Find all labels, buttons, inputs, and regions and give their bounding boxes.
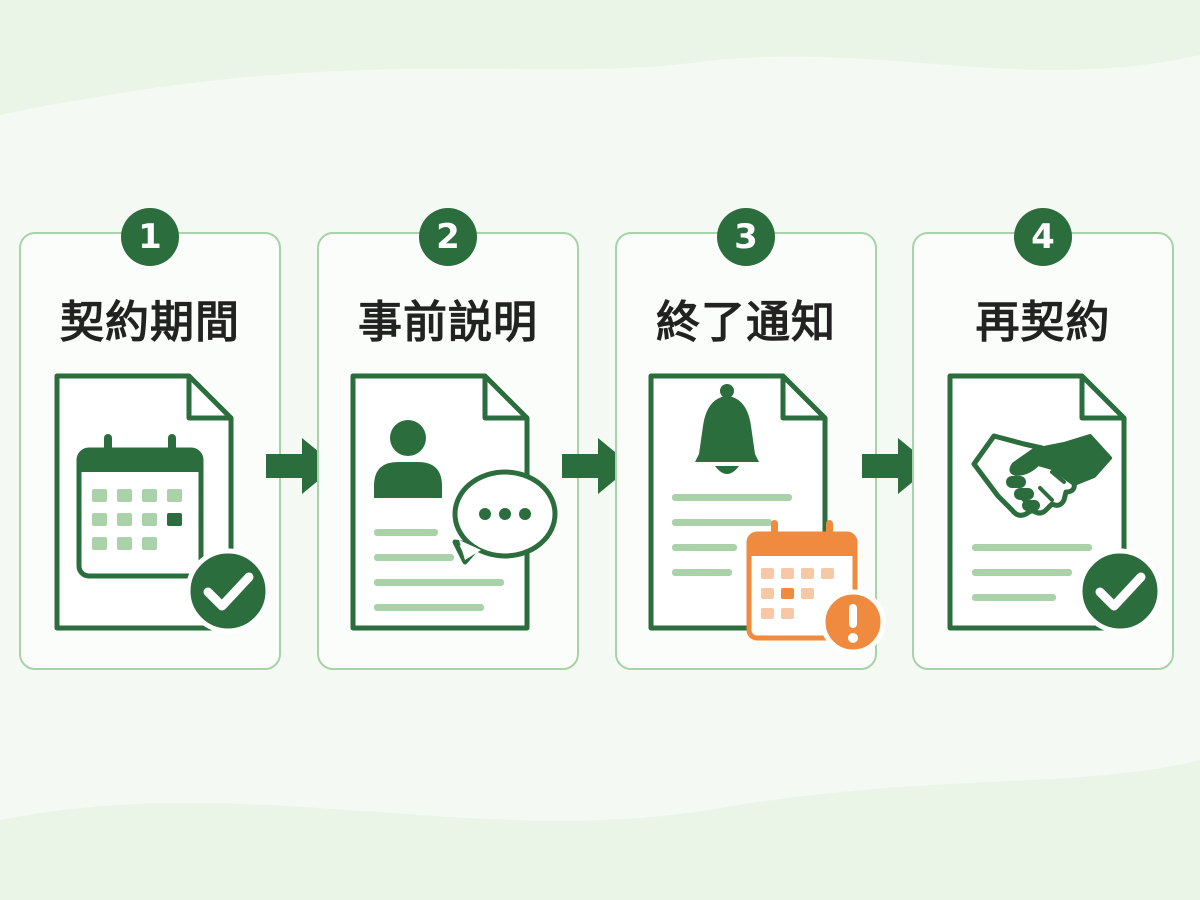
- step-title: 再契約: [975, 297, 1111, 348]
- step-card-3: 3 終了通知: [615, 208, 886, 670]
- step-card-2: 2 事前説明: [317, 208, 579, 670]
- calendar-check-document-icon: [54, 373, 271, 634]
- step-title: 終了通知: [656, 297, 836, 348]
- step-number-badge: 4: [1014, 208, 1072, 266]
- step-title: 事前説明: [358, 297, 538, 348]
- person-speech-bubble-document-icon: [350, 373, 558, 631]
- step-number-badge: 2: [419, 208, 477, 266]
- bell-calendar-alert-document-icon: [648, 373, 886, 655]
- step-card-1: 1 契約期間: [19, 208, 281, 670]
- step-number-badge: 3: [717, 208, 775, 266]
- step-card-4: 4 再契約: [912, 208, 1174, 670]
- handshake-check-document-icon: [947, 373, 1163, 634]
- arrow-right-icon: [562, 438, 632, 494]
- step-title: 契約期間: [60, 297, 240, 348]
- step-number-badge: 1: [121, 208, 179, 266]
